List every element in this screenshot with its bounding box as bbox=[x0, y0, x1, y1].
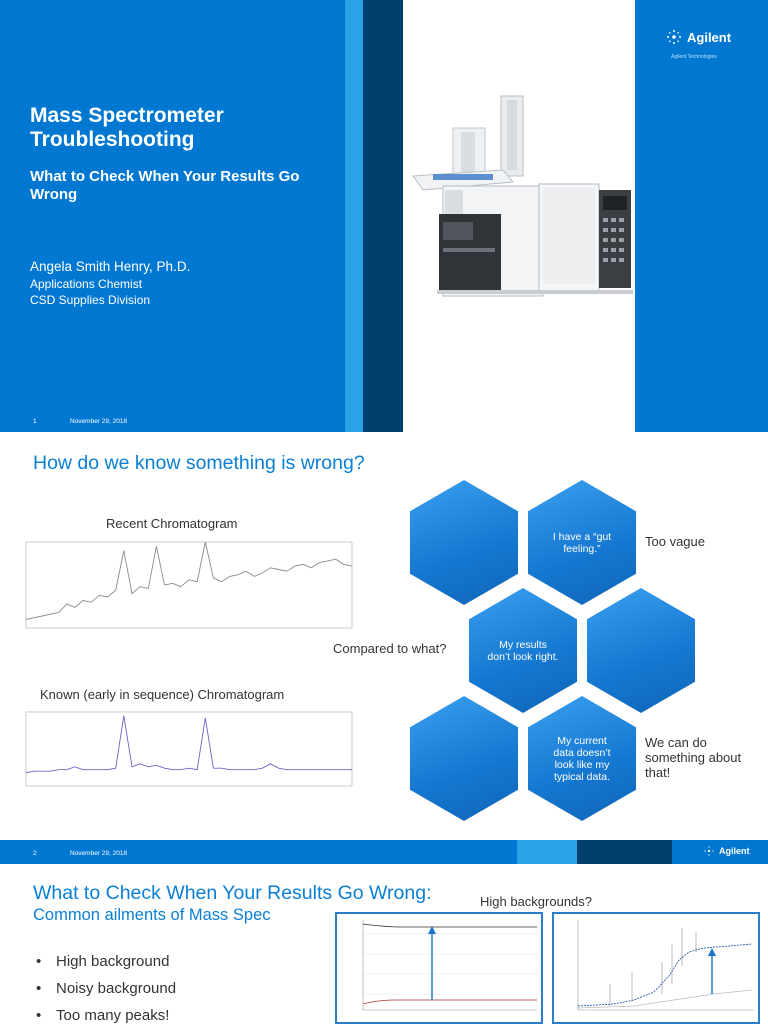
slide-date: November 29, 2018 bbox=[70, 418, 128, 425]
logo-panel: Agilent Agilent Technologies bbox=[635, 0, 768, 432]
plot-frame bbox=[25, 711, 353, 787]
slide-number: 2 bbox=[33, 850, 37, 857]
list-item: Too many peaks! bbox=[36, 1002, 176, 1024]
slide-number: 1 bbox=[33, 418, 37, 425]
presentation-subtitle: What to Check When Your Results Go Wrong bbox=[30, 168, 300, 203]
too-vague-label: Too vague bbox=[645, 534, 705, 549]
plot-frame bbox=[25, 541, 353, 629]
slide-heading: How do we know something is wrong? bbox=[33, 452, 365, 474]
background-plot-2 bbox=[577, 920, 754, 1011]
slide-3: What to Check When Your Results Go Wrong… bbox=[0, 864, 768, 1024]
hexagon-gut-feeling: I have a “gut feeling.” bbox=[528, 480, 636, 605]
slide-heading: What to Check When Your Results Go Wrong… bbox=[33, 882, 432, 904]
spark-icon bbox=[667, 30, 681, 44]
hexagon-5 bbox=[410, 696, 518, 821]
logo-text: Agilent bbox=[719, 846, 750, 856]
high-backgrounds-label: High backgrounds? bbox=[480, 894, 593, 909]
author-division: CSD Supplies Division bbox=[30, 293, 151, 307]
background-panel-2 bbox=[552, 912, 760, 1024]
recent-chromatogram-caption: Recent Chromatogram bbox=[106, 516, 238, 531]
ailment-list: High background Noisy background Too man… bbox=[36, 948, 176, 1024]
agilent-logo: Agilent bbox=[703, 845, 750, 857]
gc-ms-instrument-icon bbox=[412, 95, 633, 297]
background-plot-1 bbox=[362, 920, 537, 1011]
known-chromatogram-caption: Known (early in sequence) Chromatogram bbox=[40, 687, 285, 702]
logo-text: Agilent bbox=[687, 29, 732, 45]
author-name: Angela Smith Henry, Ph.D. bbox=[30, 259, 191, 274]
chromatogram-trace bbox=[25, 541, 353, 620]
instrument-photo-panel bbox=[403, 0, 635, 432]
presentation-title: Mass Spectrometer Troubleshooting bbox=[30, 104, 224, 151]
accent-stripe-dark bbox=[363, 0, 403, 432]
list-item: Noisy background bbox=[36, 975, 176, 1002]
accent-stripe-light bbox=[345, 0, 363, 432]
compared-label: Compared to what? bbox=[333, 641, 447, 656]
background-panel-1 bbox=[335, 912, 543, 1024]
can-do-label: We can do something about that! bbox=[645, 735, 742, 780]
slide-subheading: Common ailments of Mass Spec bbox=[33, 906, 271, 924]
hexagon-4 bbox=[587, 588, 695, 713]
hexagon-1 bbox=[410, 480, 518, 605]
slide-2: How do we know something is wrong? Recen… bbox=[0, 432, 768, 864]
slide-date: November 29, 2018 bbox=[70, 850, 128, 857]
chromatogram-trace bbox=[25, 715, 352, 774]
hexagon-typical-data: My current data doesn’t look like my typ… bbox=[528, 696, 636, 821]
author-role: Applications Chemist bbox=[30, 277, 143, 291]
footer-accent-dark bbox=[577, 840, 672, 864]
recent-chromatogram-chart bbox=[12, 536, 356, 638]
hexagon-results-wrong: My results don’t look right. bbox=[469, 588, 577, 713]
slide-1: Agilent Agilent Technologies Mass Spectr… bbox=[0, 0, 768, 432]
logo-tagline: Agilent Technologies bbox=[671, 54, 717, 60]
footer-accent-light bbox=[517, 840, 577, 864]
spark-icon bbox=[704, 846, 714, 856]
agilent-logo: Agilent bbox=[665, 28, 731, 46]
hexagon-cluster: I have a “gut feeling.” My results don’t… bbox=[0, 432, 768, 832]
list-item: High background bbox=[36, 948, 176, 975]
known-chromatogram-chart bbox=[12, 706, 356, 796]
